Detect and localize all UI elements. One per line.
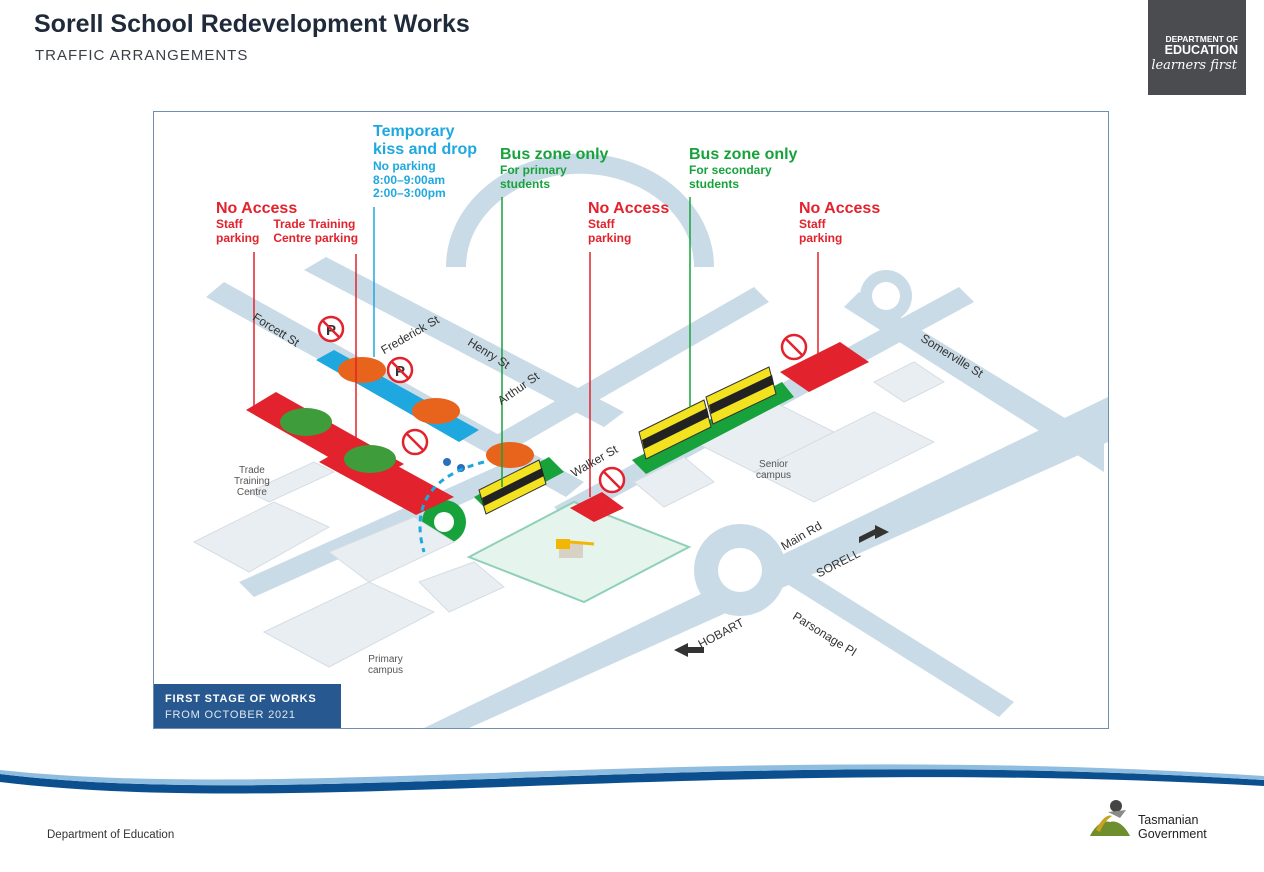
- car-green-2: [344, 445, 396, 473]
- callout-kiss-drop-line2: 8:00–9:00am: [373, 172, 446, 187]
- callout-no-access-left-title: No Access: [216, 200, 298, 217]
- callout-kiss-drop-line1: No parking: [373, 158, 436, 173]
- callout-bus-secondary-line1: For secondary: [689, 163, 772, 178]
- road-parsonage: [744, 542, 1014, 717]
- sorell-arrow-icon: [859, 525, 889, 543]
- stage-of-works-box: FIRST STAGE OF WORKS FROM OCTOBER 2021: [154, 684, 341, 728]
- building-senior-3: [752, 411, 936, 503]
- no-entry-sign-2: [598, 466, 626, 494]
- car-green-1: [280, 408, 332, 436]
- car-orange-3: [486, 442, 534, 468]
- buildings: [192, 361, 945, 668]
- place-primary-campus: Primary campus: [368, 654, 403, 676]
- callout-no-access-left-subs: Staff parking Trade Training Centre park…: [216, 218, 358, 246]
- callout-trade-line2: Centre parking: [273, 231, 359, 246]
- callout-no-access-left: No Access Staff parking Trade Training C…: [216, 200, 358, 246]
- road-frederick: [304, 257, 624, 427]
- callout-staff-line2: parking: [216, 231, 260, 246]
- logo-line-2: EDUCATION: [1164, 43, 1238, 57]
- callout-bus-secondary-line2: students: [689, 177, 740, 192]
- roundabout-green-centre: [434, 512, 454, 532]
- callout-kiss-drop: Temporary kiss and drop No parking 8:00–…: [373, 123, 477, 201]
- callout-bus-primary-line2: students: [500, 177, 551, 192]
- callout-no-access-mid-line1: Staff: [588, 217, 615, 232]
- bus-secondary-1: [638, 399, 712, 460]
- page-subtitle: TRAFFIC ARRANGEMENTS: [35, 47, 249, 64]
- bus-primary: [478, 459, 547, 515]
- callout-kiss-drop-line3: 2:00–3:00pm: [373, 186, 446, 201]
- bus-secondary-2: [705, 366, 777, 425]
- building-senior: [633, 456, 715, 508]
- pedestrian-1: [443, 458, 451, 466]
- no-entry-sign-3: [780, 333, 808, 361]
- callout-kiss-drop-title1: Temporary: [373, 123, 455, 140]
- footer-department: Department of Education: [47, 829, 175, 841]
- tasgov-line1: Tasmanian: [1138, 813, 1199, 827]
- page-title: Sorell School Redevelopment Works: [34, 10, 470, 38]
- logo-tagline: learners first: [1151, 58, 1237, 73]
- callout-trade-line1: Trade Training: [273, 217, 356, 232]
- tasmanian-government-label: Tasmanian Government: [1138, 813, 1207, 842]
- callout-staff-line1: Staff: [216, 217, 243, 232]
- place-senior-line2: campus: [756, 470, 792, 481]
- no-parking-sign-2: P: [386, 356, 414, 384]
- map-illustration: P P: [192, 153, 1108, 728]
- callout-kiss-drop-title2: kiss and drop: [373, 141, 478, 159]
- building-primary-2: [327, 516, 456, 583]
- callout-no-access-right: No Access Staff parking: [799, 200, 880, 246]
- car-orange-2: [412, 398, 460, 424]
- callout-no-access-right-line1: Staff: [799, 217, 826, 232]
- no-entry-sign-1: [401, 428, 429, 456]
- place-senior-campus: Senior campus: [756, 459, 791, 481]
- place-trade-line2: Training: [234, 476, 270, 487]
- callout-bus-primary-line1: For primary: [500, 163, 567, 178]
- callout-no-access-mid-line2: parking: [588, 231, 632, 246]
- callout-no-access-mid: No Access Staff parking: [588, 200, 669, 246]
- road-arthur: [484, 287, 769, 457]
- callout-bus-primary-title: Bus zone only: [500, 146, 609, 163]
- callout-no-access-right-line2: parking: [799, 231, 843, 246]
- place-trade-line1: Trade: [239, 465, 265, 476]
- road-lower-left: [239, 452, 544, 597]
- building-senior-4: [873, 361, 945, 403]
- no-parking-sign-1: P: [317, 315, 345, 343]
- place-primary-line2: campus: [368, 665, 404, 676]
- callout-no-access-mid-title: No Access: [588, 200, 670, 217]
- zone-staff-parking-right: [780, 342, 869, 392]
- roundabout-top-centre: [872, 282, 900, 310]
- footer-wave: [0, 764, 1264, 794]
- place-trade-training-centre: Trade Training Centre: [234, 465, 270, 498]
- hobart-arrow-icon: [674, 643, 704, 657]
- place-primary-line1: Primary: [368, 654, 403, 665]
- excavator-arm: [569, 540, 595, 546]
- tasmanian-government-emblem: [1090, 800, 1130, 836]
- road-arc: [446, 153, 714, 267]
- department-logo: DEPARTMENT OF EDUCATION learners first: [1148, 0, 1246, 95]
- roundabout-main-centre: [718, 548, 762, 592]
- excavator: [556, 539, 570, 549]
- building-trade: [192, 501, 331, 573]
- stage-line2: FROM OCTOBER 2021: [165, 709, 296, 721]
- zone-staff-parking-mid: [570, 492, 624, 522]
- logo-line-1: DEPARTMENT OF: [1165, 34, 1238, 44]
- building-trade-2: [247, 461, 336, 503]
- place-trade-line3: Centre: [236, 487, 267, 498]
- road-somerville: [844, 292, 1104, 472]
- callout-bus-secondary-title: Bus zone only: [689, 146, 798, 163]
- callout-bus-primary: Bus zone only For primary students: [500, 146, 608, 192]
- car-orange-1: [338, 357, 386, 383]
- building-primary-3: [418, 561, 505, 613]
- tasgov-line2: Government: [1138, 826, 1207, 841]
- callout-no-access-right-title: No Access: [799, 200, 881, 217]
- place-senior-line1: Senior: [759, 459, 788, 470]
- traffic-map: P P No Access: [153, 111, 1109, 729]
- building-primary: [262, 581, 436, 668]
- callout-bus-secondary: Bus zone only For secondary students: [689, 146, 797, 192]
- stage-line1: FIRST STAGE OF WORKS: [165, 693, 317, 705]
